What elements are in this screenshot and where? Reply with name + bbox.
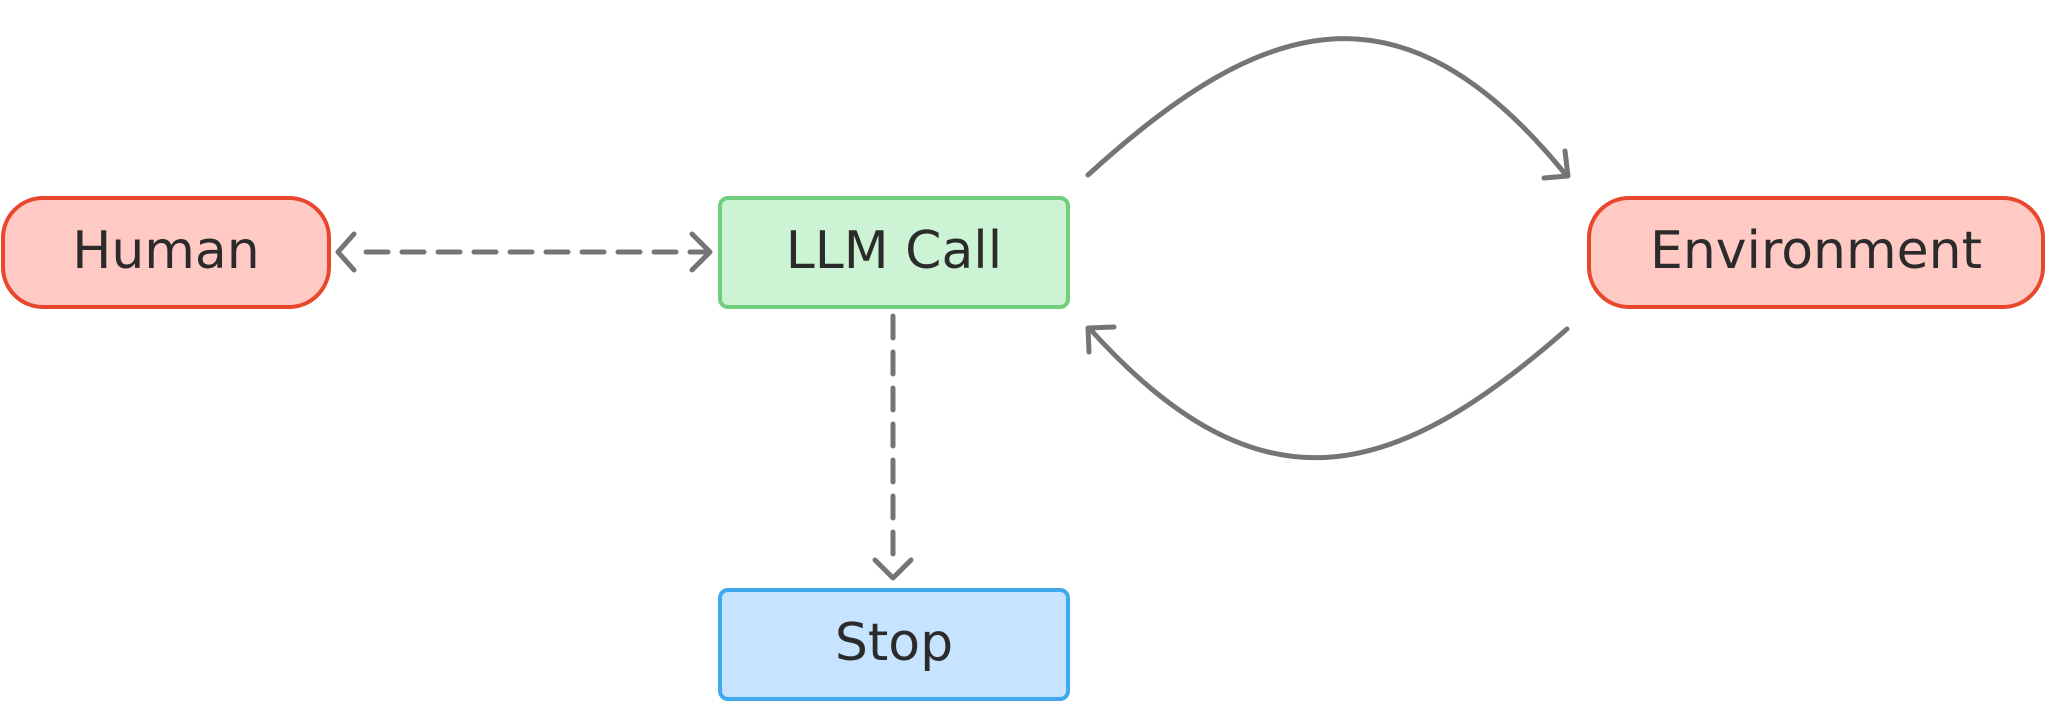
human-side-arrowhead bbox=[335, 231, 357, 273]
edges bbox=[335, 36, 1571, 581]
node-stop-box bbox=[718, 588, 1070, 701]
environment-llm-edge bbox=[1085, 324, 1570, 461]
stop-arrowhead bbox=[872, 557, 914, 581]
llm-environment-edge bbox=[1085, 36, 1571, 181]
llm-environment-curve bbox=[1085, 36, 1569, 178]
node-stop-label: Stop bbox=[835, 613, 953, 673]
environment-arrowhead bbox=[1541, 148, 1571, 181]
node-environment-label: Environment bbox=[1650, 221, 1982, 281]
environment-llm-curve bbox=[1087, 326, 1570, 461]
node-stop: Stop bbox=[718, 588, 1070, 701]
node-environment-box bbox=[1587, 196, 2045, 309]
node-environment: Environment bbox=[1587, 196, 2045, 309]
node-human-label: Human bbox=[72, 221, 260, 281]
node-llm-call: LLM Call bbox=[718, 196, 1070, 309]
node-llm-call-box bbox=[718, 196, 1070, 309]
llm-stop-edge bbox=[872, 313, 914, 581]
node-llm-call-label: LLM Call bbox=[786, 221, 1002, 281]
human-llm-edge bbox=[335, 231, 713, 273]
llm-return-arrowhead bbox=[1085, 324, 1117, 355]
node-human-box bbox=[1, 196, 331, 309]
llm-side-arrowhead bbox=[689, 231, 713, 273]
node-human: Human bbox=[1, 196, 331, 309]
